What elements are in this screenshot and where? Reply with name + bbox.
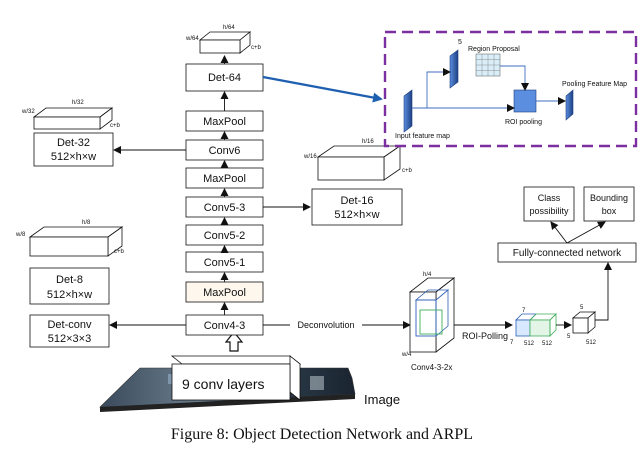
region-proposal-grid (475, 53, 501, 77)
det8-w-label: w/8 (15, 232, 26, 238)
det16-size: 512×h×w (334, 209, 379, 221)
det16-h-label: h/16 (362, 139, 374, 145)
input-feature-map-label: Input feature map (395, 133, 450, 140)
det32-box (33, 132, 114, 167)
det16-c-label: c+b (402, 168, 413, 174)
class-possibility-line2: possibility (529, 206, 569, 216)
det32-h-label: h/32 (72, 100, 84, 106)
det8-c-label: c+b (114, 249, 125, 255)
det32-output-slab (32, 107, 114, 130)
roi-512a-label: 512 (524, 341, 535, 347)
det32-w-label: w/32 (21, 109, 35, 115)
arpl-panel (383, 30, 638, 148)
conv5-2-label: Conv5-2 (204, 230, 246, 242)
cube-5a-label: 5 (580, 305, 584, 311)
detconv-title: Det-conv (47, 319, 92, 331)
roi-output-maps (515, 313, 557, 337)
det32-title: Det-32 (57, 137, 90, 149)
class-possibility-line1: Class (538, 193, 561, 203)
backbone-column: Conv4-3 MaxPool Conv5-1 Conv5-2 Conv5-3 … (185, 55, 264, 336)
det8-size: 512×h×w (47, 289, 92, 301)
roi-512b-label: 512 (542, 341, 553, 347)
hollow-up-arrow-icon (224, 331, 244, 352)
det32-size: 512×h×w (51, 151, 96, 163)
det64-h-label: h/64 (223, 25, 235, 31)
block-h-label: h/4 (423, 272, 432, 278)
conv5-3-label: Conv5-3 (204, 202, 246, 214)
det16-title: Det-16 (340, 195, 373, 207)
deconvolution-label: Deconvolution (297, 320, 354, 330)
maxpool-label-1: MaxPool (203, 287, 246, 299)
pooled-cube (571, 311, 597, 334)
det64-output-slab (198, 31, 252, 54)
det64-label: Det-64 (208, 72, 241, 84)
region-proposal-label: Region Proposal (468, 46, 520, 53)
conv5-1-label: Conv5-1 (204, 257, 246, 269)
det16-w-label: w/16 (303, 154, 317, 160)
roi-7b-label: 7 (510, 340, 514, 346)
conv6-label: Conv6 (209, 145, 241, 157)
det32-c-label: c+b (110, 123, 121, 129)
image-label: Image (364, 392, 400, 407)
det64-w-label: w/64 (185, 36, 199, 42)
conv4-3-label: Conv4-3 (204, 320, 246, 332)
conv4-3-2x-block (408, 277, 456, 353)
block-w-label: w/4 (401, 352, 412, 358)
proposal-feature-map (449, 49, 459, 89)
arpl-connector-arrow (262, 75, 383, 103)
pooling-feature-map (565, 89, 574, 121)
conv4-3-2x-label: Conv4-3-2x (411, 363, 452, 372)
maxpool-label-3: MaxPool (203, 116, 246, 128)
input-feature-map (403, 89, 413, 133)
cube-5b-label: 5 (567, 334, 571, 340)
maxpool-label-2: MaxPool (203, 173, 246, 185)
class-possibility-box (523, 186, 575, 222)
roi-pooling-label: ROI pooling (505, 119, 542, 126)
det8-box (29, 267, 110, 305)
roi-polling-label: ROI-Polling (462, 331, 508, 341)
det16-output-slab (316, 145, 402, 181)
bounding-box-line1: Bounding (590, 193, 628, 203)
cube-512-label: 512 (586, 340, 597, 346)
det16-box (311, 188, 403, 226)
conv-layers-label: 9 conv layers (182, 376, 264, 392)
det8-title: Det-8 (56, 274, 83, 286)
bounding-box-box (583, 186, 635, 222)
region-proposal-num: 5 (458, 39, 462, 46)
det8-output-slab (28, 226, 124, 257)
detconv-box (29, 314, 110, 348)
det8-h-label: h/8 (82, 220, 91, 226)
roi-pooling-square (513, 89, 537, 113)
conv-layers-block (170, 355, 302, 401)
pooling-feature-map-label: Pooling Feature Map (562, 81, 627, 88)
bounding-box-line2: box (602, 206, 617, 216)
roi-7a-label: 7 (522, 308, 526, 314)
figure-caption: Figure 8: Object Detection Network and A… (170, 426, 474, 443)
det64-c-label: c+b (251, 45, 262, 51)
detconv-size: 512×3×3 (48, 333, 91, 345)
fc-network-label: Fully-connected network (513, 248, 622, 259)
